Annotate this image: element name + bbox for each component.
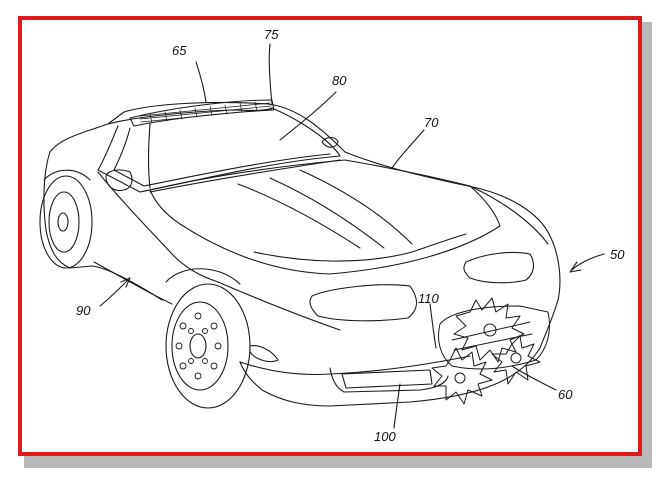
hood-center-crease xyxy=(269,177,385,249)
leader-80 xyxy=(279,91,337,141)
blade-assembly xyxy=(431,297,550,405)
leader-65 xyxy=(195,61,207,103)
hood-bulge-right xyxy=(299,169,413,245)
leader-110 xyxy=(429,303,437,349)
roof-line xyxy=(107,107,273,125)
blade-mount-bar-2 xyxy=(453,333,533,351)
blade-hub-right xyxy=(510,352,522,364)
front-wheel-tire xyxy=(165,283,251,409)
saw-blade-right xyxy=(491,335,541,385)
arrow-90 xyxy=(120,277,131,288)
car-body-outline xyxy=(49,101,561,407)
right-fender-crease xyxy=(469,185,549,245)
ref-label-110: 110 xyxy=(418,291,439,306)
rear-wheel-arch xyxy=(43,169,91,181)
windshield-inner xyxy=(113,127,331,187)
right-headlight-cover xyxy=(463,251,535,284)
ref-label-70: 70 xyxy=(424,115,439,130)
saw-blade-lower xyxy=(431,347,493,405)
cowl-line xyxy=(149,159,341,193)
leader-50 xyxy=(571,253,605,271)
leader-75 xyxy=(268,43,273,105)
front-wheel-lug-holes xyxy=(175,312,222,380)
roof-vent-panel xyxy=(129,99,275,127)
front-fender-line xyxy=(217,281,341,331)
blade-housing xyxy=(438,305,550,370)
rear-wheel-rim xyxy=(48,191,80,253)
arrow-50 xyxy=(569,261,582,273)
grille-opening xyxy=(341,369,433,389)
ref-label-80: 80 xyxy=(332,73,347,88)
a-pillar xyxy=(147,123,151,189)
ref-label-100: 100 xyxy=(374,429,396,444)
leader-60 xyxy=(511,365,557,391)
saw-blade-upper xyxy=(453,297,525,363)
leader-100 xyxy=(393,383,401,429)
right-mirror xyxy=(321,136,339,148)
front-bumper xyxy=(239,355,471,376)
leader-90 xyxy=(99,279,129,307)
hood-front-edge xyxy=(253,233,467,262)
rear-wheel-tire xyxy=(39,175,93,269)
car-left-side xyxy=(43,151,163,301)
front-lower-valance xyxy=(329,367,449,393)
blade-hub-lower xyxy=(454,372,466,384)
left-fender-line xyxy=(97,171,219,283)
turn-signal xyxy=(249,345,279,363)
leader-70 xyxy=(391,129,425,169)
ref-label-50: 50 xyxy=(610,247,625,262)
front-wheel-arch xyxy=(165,268,241,285)
ref-label-65: 65 xyxy=(172,43,187,58)
roof-vent-grille xyxy=(139,101,273,124)
front-wheel-rim xyxy=(171,301,229,391)
left-headlight-cover xyxy=(309,284,418,322)
windshield-frame xyxy=(97,107,341,193)
hood-outline xyxy=(149,159,501,275)
ref-label-60: 60 xyxy=(558,387,573,402)
ref-label-75: 75 xyxy=(264,27,279,42)
hood-bulge-left xyxy=(237,183,361,249)
figure-frame xyxy=(18,16,642,456)
front-wheel-hub xyxy=(189,333,207,359)
car-rocker xyxy=(93,261,173,305)
ref-label-90: 90 xyxy=(76,303,91,318)
blade-mount-bar xyxy=(451,321,531,341)
rear-wheel-hub xyxy=(57,212,69,232)
